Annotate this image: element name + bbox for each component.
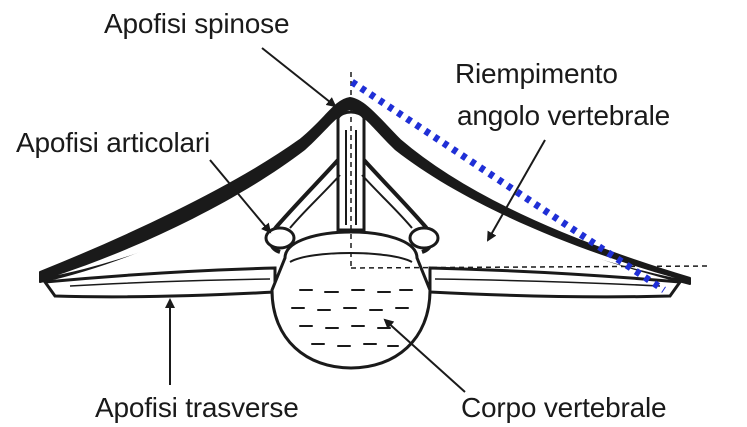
label-apofisi-spinose: Apofisi spinose [104,8,289,40]
label-apofisi-trasverse: Apofisi trasverse [95,392,299,424]
arrow-spinose [262,48,335,106]
label-riempimento-line1: Riempimento [455,58,618,90]
label-corpo-vertebrale: Corpo vertebrale [461,392,666,424]
articular-process-right [410,228,438,248]
label-riempimento-line2: angolo vertebrale [457,100,670,132]
label-apofisi-articolari: Apofisi articolari [16,127,210,159]
